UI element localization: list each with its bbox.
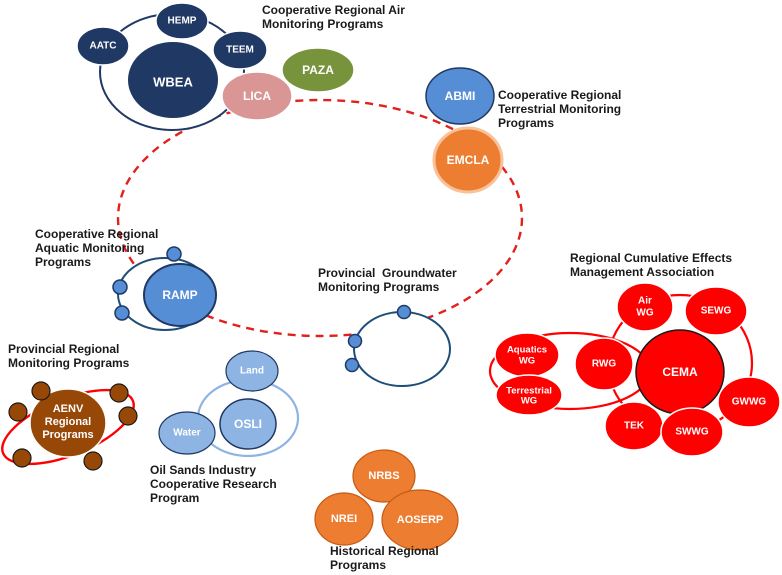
aquatic-satellite-1 <box>166 246 182 262</box>
node-tek-label: TEK <box>624 421 645 432</box>
provincial-satellite-2 <box>109 383 129 403</box>
oils-group-label-line3: Program <box>150 491 200 505</box>
air-group-label-line1: Cooperative Regional Air <box>262 3 405 17</box>
provincial-satellite-3 <box>8 402 28 422</box>
node-terrestrial-wg-label-2: WG <box>521 396 537 407</box>
terrestrial-group-label: Cooperative Regional Terrestrial Monitor… <box>498 88 621 130</box>
node-paza-label: PAZA <box>302 63 334 77</box>
provincial-satellite-4 <box>118 406 138 426</box>
groundwater-satellite-3 <box>344 357 360 373</box>
node-land[interactable] <box>225 350 279 392</box>
cema-group-label: Regional Cumulative Effects Management A… <box>570 251 732 279</box>
node-water[interactable] <box>158 411 216 455</box>
cema-group-label-line1: Regional Cumulative Effects <box>570 251 733 265</box>
provincial-satellite-5 <box>12 448 32 468</box>
node-aenv-label-3: Programs <box>42 429 93 441</box>
node-aquatics-wg-label-1: Aquatics <box>507 345 547 356</box>
provincial-group-label-line2: Monitoring Programs <box>8 356 130 370</box>
oils-group-label-line1: Oil Sands Industry <box>150 463 257 477</box>
node-nrbs-label: NRBS <box>368 470 399 482</box>
node-land-label: Land <box>240 366 264 377</box>
oils-group-label: Oil Sands Industry Cooperative Research … <box>150 463 277 505</box>
node-terrestrial-wg[interactable] <box>495 374 563 416</box>
node-aenv-label-2: Regional <box>45 416 91 428</box>
node-gwwg-label: GWWG <box>732 397 767 408</box>
terrestrial-group-label-line3: Programs <box>498 116 555 130</box>
node-ramp[interactable] <box>143 263 217 327</box>
provincial-group-label-line1: Provincial Regional <box>8 342 120 356</box>
groundwater-group-label-line1: Provincial Groundwater <box>318 266 457 280</box>
groundwater-satellite-1 <box>396 304 412 320</box>
groundwater-group-label-line2: Monitoring Programs <box>318 280 440 294</box>
node-rwg[interactable] <box>574 337 634 391</box>
node-aatc[interactable] <box>76 26 130 66</box>
node-lica[interactable] <box>221 71 293 121</box>
node-aatc-label: AATC <box>89 41 116 52</box>
oils-group-label-line2: Cooperative Research <box>150 477 277 491</box>
provincial-satellite-1 <box>31 381 51 401</box>
node-emcla[interactable] <box>432 126 504 194</box>
node-hemp-label: HEMP <box>168 16 197 27</box>
node-teem[interactable] <box>212 30 268 70</box>
node-rwg-label: RWG <box>592 359 616 370</box>
node-sewg-label: SEWG <box>701 306 732 317</box>
connector-dashed-ellipse <box>116 98 524 338</box>
groundwater-satellite-2 <box>347 333 363 349</box>
groundwater-group-label: Provincial Groundwater Monitoring Progra… <box>318 266 457 294</box>
node-paza[interactable] <box>281 47 355 93</box>
aquatic-satellite-3 <box>114 305 130 321</box>
historical-group-label-line2: Programs <box>330 558 387 572</box>
node-aenv[interactable] <box>29 388 107 458</box>
air-group-label: Cooperative Regional Air Monitoring Prog… <box>262 3 405 31</box>
node-emcla-label: EMCLA <box>447 153 490 167</box>
node-air-wg-label-2: WG <box>636 308 653 319</box>
node-nrbs[interactable] <box>352 449 416 503</box>
aquatic-group-label-line3: Programs <box>35 255 92 269</box>
historical-group-label-line1: Historical Regional <box>330 544 439 558</box>
aquatic-satellite-2 <box>112 279 128 295</box>
node-air-wg[interactable] <box>616 282 674 332</box>
aquatic-group-label: Cooperative Regional Aquatic Monitoring … <box>35 227 158 269</box>
node-aenv-label-1: AENV <box>53 403 84 415</box>
node-sewg[interactable] <box>684 286 748 336</box>
historical-group-label: Historical Regional Programs <box>330 544 439 572</box>
node-abmi[interactable] <box>425 67 495 125</box>
provincial-satellite-6 <box>83 451 103 471</box>
node-nrei-label: NREI <box>331 513 357 525</box>
node-terrestrial-wg-label-1: Terrestrial <box>506 386 552 397</box>
node-aquatics-wg-label-2: WG <box>519 356 535 367</box>
node-ramp-label: RAMP <box>162 288 197 302</box>
terrestrial-group-label-line2: Terrestrial Monitoring <box>498 102 622 116</box>
node-hemp[interactable] <box>155 2 209 40</box>
node-nrei[interactable] <box>314 492 374 546</box>
node-swwg-label: SWWG <box>675 427 709 438</box>
node-cema-label: CEMA <box>662 365 698 379</box>
node-osli[interactable] <box>219 398 277 450</box>
node-wbea-label: WBEA <box>153 75 193 90</box>
groundwater-group-outline <box>353 311 451 387</box>
node-teem-label: TEEM <box>226 45 254 56</box>
node-aoserp[interactable] <box>381 489 459 551</box>
cema-group-label-line2: Management Association <box>570 265 715 279</box>
aquatic-group-label-line2: Aquatic Monitoring <box>35 241 145 255</box>
aquatic-group-label-line1: Cooperative Regional <box>35 227 159 241</box>
node-gwwg[interactable] <box>717 376 781 428</box>
air-group-label-line2: Monitoring Programs <box>262 17 384 31</box>
node-aoserp-label: AOSERP <box>397 514 443 526</box>
provincial-group-label: Provincial Regional Monitoring Programs <box>8 342 129 370</box>
node-swwg[interactable] <box>660 407 724 457</box>
node-abmi-label: ABMI <box>445 89 476 103</box>
node-lica-label: LICA <box>243 89 271 103</box>
node-air-wg-label-1: Air <box>638 296 652 307</box>
node-wbea[interactable] <box>126 40 220 120</box>
node-osli-label: OSLI <box>234 417 262 431</box>
node-water-label: Water <box>173 428 201 439</box>
terrestrial-group-label-line1: Cooperative Regional <box>498 88 622 102</box>
